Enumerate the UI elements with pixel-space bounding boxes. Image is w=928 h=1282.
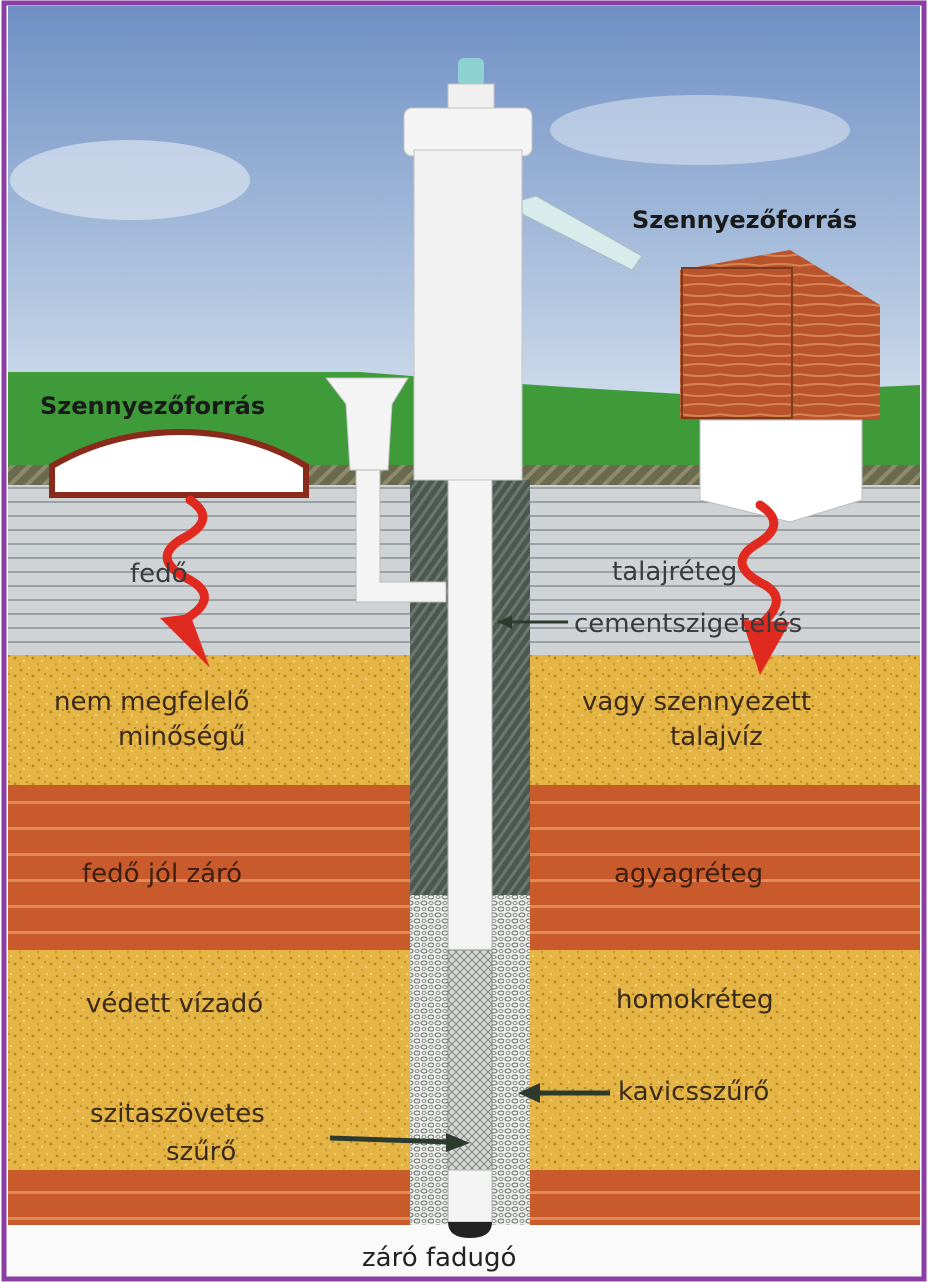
cloud [550, 95, 850, 165]
outhouse-box [681, 267, 793, 419]
label-clay-layer: agyagréteg [614, 859, 763, 889]
label-bad-quality-1: nem megfelelő [54, 687, 249, 717]
pump-top-cap [458, 58, 484, 86]
label-end-plug: záró fadugó [362, 1243, 516, 1273]
contamination-arrowhead-right [742, 620, 790, 675]
label-soil-layer: talajréteg [612, 557, 737, 587]
well-pipe-bottom [447, 1169, 493, 1223]
cesspit-left [49, 428, 309, 498]
label-bad-quality-2: minőségű [118, 722, 245, 752]
label-source-left: Szennyezőforrás [40, 392, 265, 420]
vent-pipe [355, 469, 447, 603]
label-contaminated-1: vagy szennyezett [582, 687, 811, 717]
pointer-screen [329, 1135, 451, 1145]
contamination-arrowhead-left [160, 614, 210, 668]
label-screen-filter-2: szűrő [166, 1137, 236, 1167]
pointer-screen-head [446, 1133, 470, 1152]
end-plug [448, 1222, 492, 1238]
label-protected-aquifer: védett vízadó [86, 989, 263, 1019]
label-sand-layer: homokréteg [616, 985, 774, 1015]
contamination-arrow-left [162, 495, 209, 630]
label-cover-sealing: fedő jól záró [82, 859, 242, 889]
cement-casing-right [492, 480, 530, 910]
pump-neck [447, 83, 495, 109]
pump-spout [521, 195, 643, 271]
label-contaminated-2: talajvíz [670, 722, 763, 752]
pump-column [413, 149, 523, 481]
label-cement: cementszigetelés [574, 609, 802, 639]
label-gravel-filter: kavicsszűrő [618, 1077, 769, 1107]
label-source-right: Szennyezőforrás [632, 206, 857, 234]
screen-filter [447, 949, 493, 1171]
outhouse-pit [699, 419, 863, 523]
cloud [10, 140, 250, 220]
label-cover-left: fedő [130, 559, 188, 589]
pointer-gravel-head [518, 1083, 540, 1103]
contamination-arrow-right [737, 500, 781, 630]
pump-head [403, 107, 533, 157]
label-screen-filter-1: szitaszövetes [90, 1099, 265, 1129]
cement-casing-left [410, 480, 448, 910]
well-pipe [447, 469, 493, 951]
funnel [324, 377, 409, 471]
pointer-cement-head [498, 615, 512, 629]
